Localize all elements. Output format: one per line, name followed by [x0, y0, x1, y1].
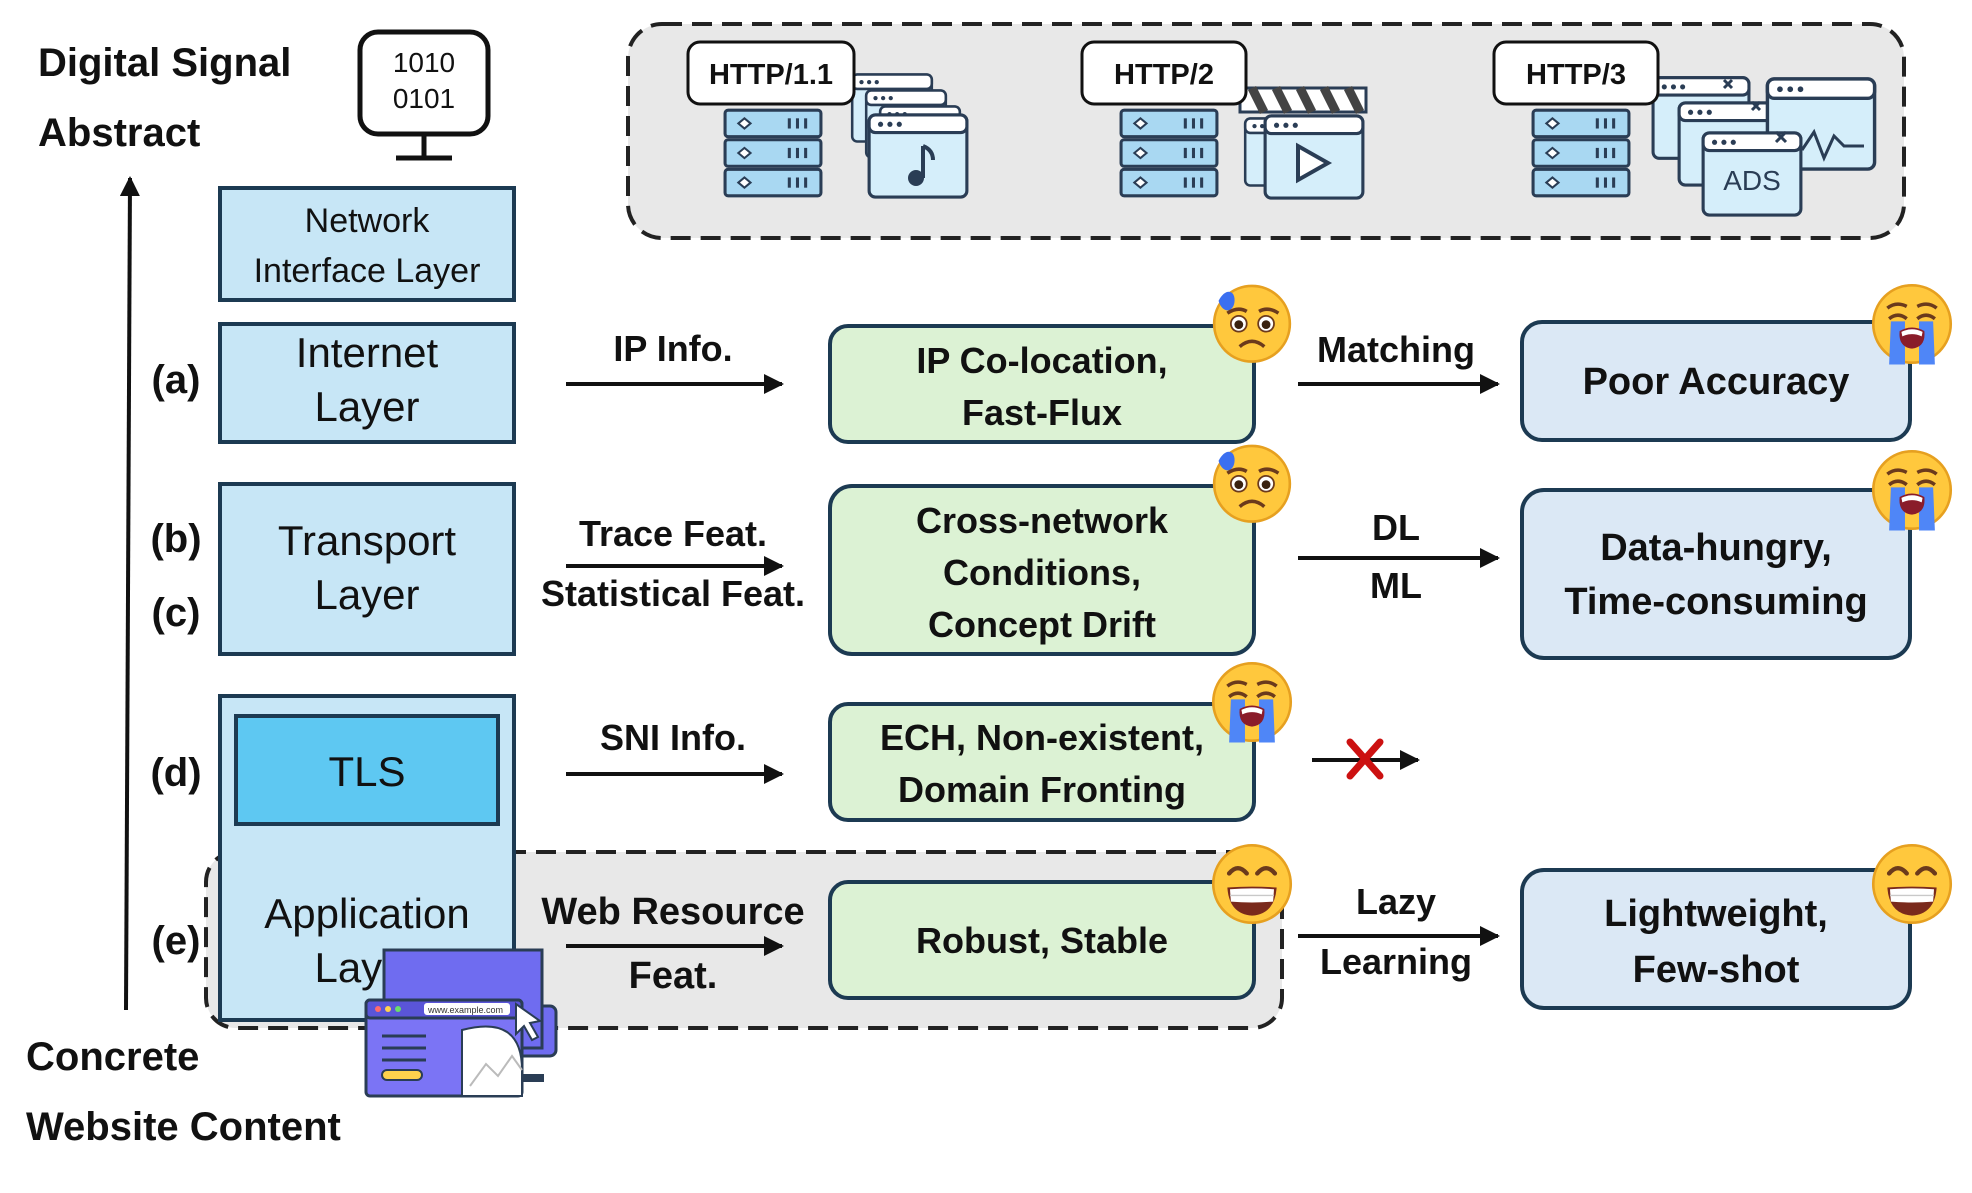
transport-layer-label-line1: Transport — [278, 517, 457, 564]
row-d: SNI Info. ECH, Non-existent, Domain Fron… — [566, 661, 1420, 822]
result-box-a — [1520, 320, 1912, 442]
method-label-a: Matching — [1317, 329, 1475, 370]
method-label-e-line1: Lazy — [1356, 881, 1436, 922]
result-e-line2: Few-shot — [1633, 949, 1800, 991]
feature-label-d: SNI Info. — [600, 717, 746, 758]
result-box-e — [1520, 868, 1912, 1010]
method-label-bc-line2: ML — [1370, 565, 1422, 606]
http3-group: ADS HTTP/3 — [1492, 40, 1877, 217]
website-monitor-icon: www.example.com — [364, 948, 558, 1098]
http11-group: HTTP/1.1 — [686, 40, 969, 199]
music-note-icon — [908, 144, 935, 186]
network-layer-label-line1: Network — [305, 202, 431, 240]
server-icon — [1531, 108, 1631, 198]
feature-label-bc-line2: Statistical Feat. — [541, 573, 805, 614]
play-icon — [1296, 142, 1333, 184]
feature-label-e-line1: Web Resource — [541, 891, 804, 933]
axis-arrow — [119, 176, 140, 1011]
feature-label-bc-line1: Trace Feat. — [579, 513, 767, 554]
grinning-face-icon — [1213, 845, 1290, 922]
network-layer-label-line2: Interface Layer — [254, 252, 481, 290]
grinning-face-icon — [1873, 845, 1950, 922]
network-interface-layer-box — [218, 186, 516, 302]
result-e-line1: Lightweight, — [1604, 893, 1828, 935]
anxious-face-icon — [1212, 284, 1292, 364]
row-label-c: (c) — [152, 591, 201, 635]
result-box-bc — [1520, 488, 1912, 660]
anxious-face-icon — [1212, 444, 1292, 524]
tls-label: TLS — [328, 748, 405, 795]
url-bar-text: www.example.com — [427, 1005, 503, 1015]
row-labels: (a) (b) (c) (d) (e) — [150, 358, 201, 963]
internet-layer-label-line2: Layer — [314, 383, 419, 430]
binary-text-line2: 0101 — [393, 83, 455, 114]
server-icon — [1119, 108, 1219, 198]
red-cross-icon — [1346, 738, 1384, 780]
axis-top-label-line2: Abstract — [38, 111, 200, 155]
problem-a-line1: IP Co-location, — [916, 340, 1167, 381]
protocol-label-http2: HTTP/2 — [1114, 59, 1214, 91]
problem-box-bc — [828, 484, 1256, 656]
binary-text-line1: 1010 — [393, 47, 455, 78]
feature-label-e-line2: Feat. — [629, 955, 718, 997]
server-icon — [723, 108, 823, 198]
result-bc-line1: Data-hungry, — [1600, 527, 1832, 569]
waveform-icon — [1800, 128, 1864, 162]
row-label-e: (e) — [152, 919, 201, 963]
row-label-d: (d) — [150, 751, 201, 795]
row-label-a: (a) — [152, 358, 201, 402]
axis-bottom-label-line2: Website Content — [26, 1105, 341, 1149]
binary-monitor-icon: 1010 0101 — [357, 29, 491, 161]
close-x-icons — [1722, 78, 1788, 144]
problem-e-line1: Robust, Stable — [916, 920, 1168, 961]
problem-a-line2: Fast-Flux — [962, 392, 1122, 433]
problem-box-a — [828, 324, 1256, 444]
transport-layer-box — [218, 482, 516, 656]
abstraction-axis: Digital Signal Abstract Concrete Website… — [26, 41, 341, 1149]
problem-bc-line2: Conditions, — [943, 552, 1141, 593]
ads-label: ADS — [1723, 165, 1781, 196]
problem-bc-line1: Cross-network — [916, 500, 1169, 541]
problem-box-d — [828, 702, 1256, 822]
feature-label-a: IP Info. — [613, 328, 732, 369]
internet-layer-box — [218, 322, 516, 444]
axis-top-label-line1: Digital Signal — [38, 41, 291, 85]
crying-face-icon — [1871, 449, 1953, 533]
transport-layer-label-line2: Layer — [314, 571, 419, 618]
result-a-line1: Poor Accuracy — [1583, 361, 1850, 403]
clapperboard-icon — [1238, 85, 1368, 115]
application-layer-label-line1: Application — [264, 890, 469, 937]
cursor-icon — [515, 1002, 543, 1042]
row-label-b: (b) — [150, 517, 201, 561]
crying-face-icon — [1871, 283, 1953, 367]
protocol-layer-stack: Network Interface Layer Internet Layer T… — [218, 186, 516, 1022]
method-label-bc-line1: DL — [1372, 507, 1420, 548]
protocol-label-http11: HTTP/1.1 — [709, 59, 833, 91]
problem-d-line2: Domain Fronting — [898, 769, 1186, 810]
protocol-label-http3: HTTP/3 — [1526, 59, 1626, 91]
axis-bottom-label-line1: Concrete — [26, 1035, 199, 1079]
problem-d-line1: ECH, Non-existent, — [880, 717, 1204, 758]
crying-face-icon — [1211, 661, 1293, 745]
row-e: Web Resource Feat. Robust, Stable Lazy L… — [541, 845, 1950, 1010]
internet-layer-label-line1: Internet — [296, 329, 439, 376]
row-bc: Trace Feat. Statistical Feat. Cross-netw… — [541, 444, 1953, 660]
tls-box — [234, 714, 500, 826]
http2-group: HTTP/2 — [1080, 40, 1368, 200]
result-bc-line2: Time-consuming — [1564, 581, 1867, 623]
problem-bc-line3: Concept Drift — [928, 604, 1156, 645]
row-a: IP Info. IP Co-location, Fast-Flux Match… — [566, 283, 1953, 444]
problem-box-e — [828, 880, 1256, 1000]
method-label-e-line2: Learning — [1320, 941, 1472, 982]
http-protocol-panel: HTTP/1.1 HTTP/2 ADS — [626, 22, 1906, 240]
